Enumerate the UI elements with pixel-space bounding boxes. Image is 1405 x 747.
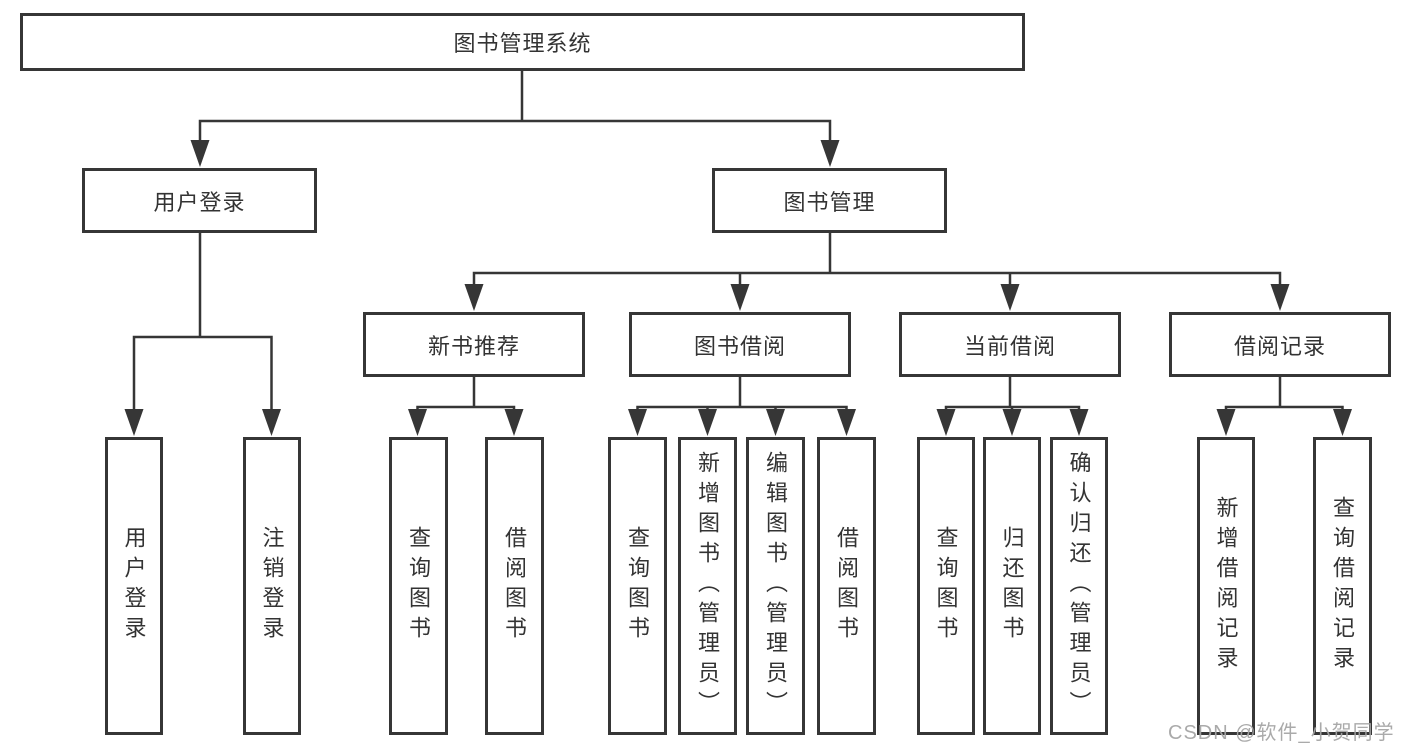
node-add-books-admin: 新增图书（管理员） [678, 437, 737, 735]
node-logout: 注销登录 [243, 437, 301, 735]
node-add-borrow-record-label: 新增借阅记录 [1213, 496, 1239, 676]
node-borrow-borrow-books: 借阅图书 [817, 437, 876, 735]
node-current-borrow: 当前借阅 [899, 312, 1121, 377]
node-edit-books-admin: 编辑图书（管理员） [746, 437, 805, 735]
node-recommend-borrow-books-label: 借阅图书 [502, 526, 528, 646]
node-current-query-books-label: 查询图书 [933, 526, 959, 646]
node-book-management-label: 图书管理 [783, 189, 876, 215]
node-login-label: 用户登录 [121, 526, 147, 646]
node-borrow-borrow-books-label: 借阅图书 [834, 526, 860, 646]
node-book-management: 图书管理 [712, 168, 947, 233]
node-recommend-query-books: 查询图书 [389, 437, 448, 735]
node-login: 用户登录 [105, 437, 163, 735]
node-borrow-query-books: 查询图书 [608, 437, 667, 735]
node-current-borrow-label: 当前借阅 [963, 333, 1056, 359]
node-logout-label: 注销登录 [259, 526, 285, 646]
node-add-books-admin-label: 新增图书（管理员） [695, 451, 721, 721]
node-confirm-return-admin-label: 确认归还（管理员） [1066, 451, 1092, 721]
node-query-borrow-record: 查询借阅记录 [1313, 437, 1372, 735]
node-borrow-records: 借阅记录 [1169, 312, 1391, 377]
node-borrow-records-label: 借阅记录 [1233, 333, 1326, 359]
node-return-books: 归还图书 [983, 437, 1041, 735]
node-query-borrow-record-label: 查询借阅记录 [1330, 496, 1356, 676]
node-user-login-label: 用户登录 [153, 189, 246, 215]
node-new-book-recommend-label: 新书推荐 [427, 333, 520, 359]
node-recommend-borrow-books: 借阅图书 [485, 437, 544, 735]
node-recommend-query-books-label: 查询图书 [406, 526, 432, 646]
node-confirm-return-admin: 确认归还（管理员） [1050, 437, 1108, 735]
node-borrow-query-books-label: 查询图书 [625, 526, 651, 646]
node-user-login: 用户登录 [82, 168, 317, 233]
node-new-book-recommend: 新书推荐 [363, 312, 585, 377]
node-current-query-books: 查询图书 [917, 437, 975, 735]
node-system-root-label: 图书管理系统 [453, 31, 592, 56]
arrowhead-icons [124, 140, 1352, 436]
node-return-books-label: 归还图书 [999, 526, 1025, 646]
node-system-root: 图书管理系统 [20, 13, 1025, 71]
node-book-borrow: 图书借阅 [629, 312, 851, 377]
node-book-borrow-label: 图书借阅 [693, 333, 786, 359]
node-add-borrow-record: 新增借阅记录 [1197, 437, 1255, 735]
watermark: CSDN @软件_小贺同学 [1168, 722, 1395, 744]
node-edit-books-admin-label: 编辑图书（管理员） [763, 451, 789, 721]
